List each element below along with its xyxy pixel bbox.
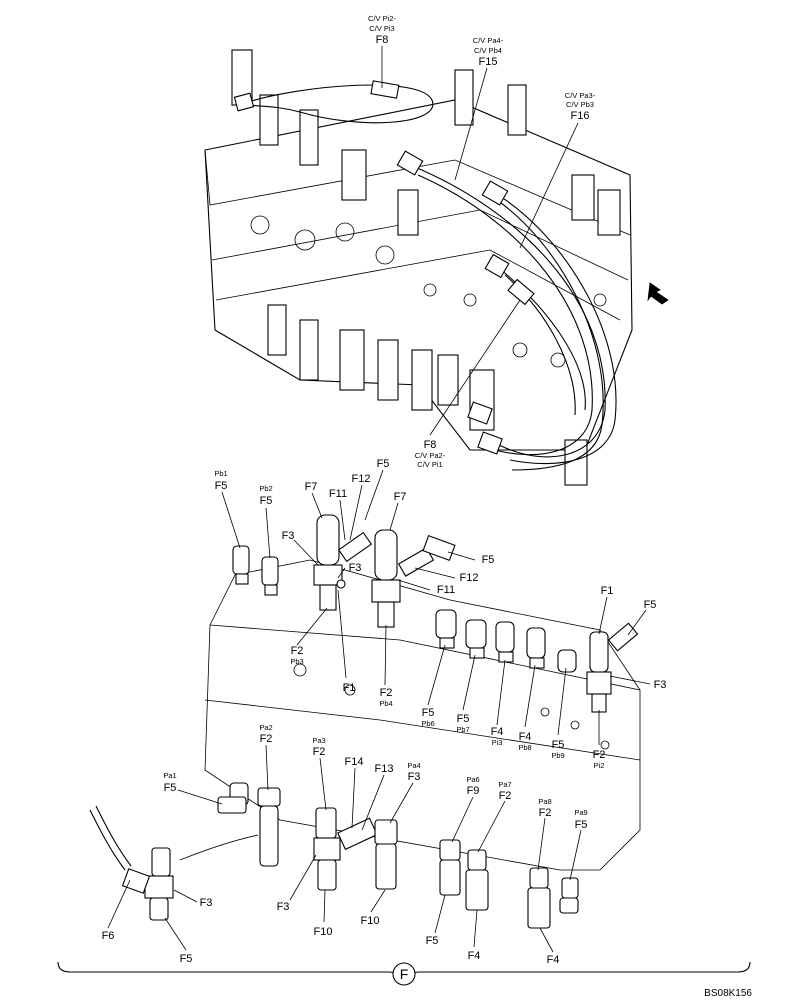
label-f3b: F3 [349,562,362,574]
label-pb8-f4: F4 [519,731,532,743]
label-pa3-f2: F2 [313,746,326,758]
label-top-f16-line3: F16 [571,110,590,122]
label-pa4: Pa4 [407,761,420,770]
label-pa4-f3: F3 [408,771,421,783]
label-f12b: F12 [460,572,479,584]
label-pa8: Pa8 [538,797,551,806]
label-b-f5a: F5 [180,953,193,965]
label-b-f5b: F5 [426,935,439,947]
label-b-f6: F6 [102,930,115,942]
label-f3a: F3 [282,530,295,542]
label-pb9: Pb9 [551,751,564,760]
label-pb2-f5: F5 [260,495,273,507]
label-pi3: Pi3 [492,738,503,747]
label-pb4-f2: F2 [380,687,393,699]
label-pi2-f2: F2 [593,749,606,761]
figure-code: BS08K156 [704,988,752,999]
label-b-f4b: F4 [547,954,560,966]
label-f1b: F1 [343,682,356,694]
label-pa3: Pa3 [312,736,325,745]
bottom-leaders [107,469,651,953]
label-f12a: F12 [352,473,371,485]
label-top-f15-line3: F15 [479,56,498,68]
label-b-f3a: F3 [277,901,290,913]
label-top-f15-line1: C/V Pa4- [473,36,504,45]
top-labels: C/V Pi2- C/V Pi3 F8 C/V Pa4- C/V Pb4 F15… [368,14,596,469]
label-b-f10a: F10 [314,926,333,938]
label-pi3-f4: F4 [491,726,504,738]
label-pb9-f5: F5 [552,739,565,751]
label-pb6-f5: F5 [422,707,435,719]
label-f11b: F11 [437,584,455,596]
label-b-f3b: F3 [200,897,213,909]
label-pb7-f5: F5 [457,713,470,725]
label-f7a: F7 [305,481,318,493]
label-f5c: F5 [644,599,657,611]
label-pb8: Pb8 [518,743,531,752]
label-f7b: F7 [394,491,407,503]
label-pi2: Pi2 [594,761,605,770]
top-leaders [381,46,579,436]
label-top-f16-line1: C/V Pa3- [565,91,596,100]
label-mid-f8-line1: F8 [424,439,437,451]
bottom-lower-fittings [89,782,579,929]
label-pb6: Pb6 [421,719,434,728]
label-pb3-f2: F2 [291,645,304,657]
section-letter: F [400,966,409,982]
bottom-labels: Pb1 F5 Pb2 F5 F7 F11 F12 F5 F7 F3 F3 F5 … [102,458,667,966]
label-f3c: F3 [654,679,667,691]
label-pb3: Pb3 [290,657,303,666]
label-mid-f8-line2: C/V Pa2- [415,451,446,460]
label-pa7: Pa7 [498,780,511,789]
label-pb7: Pb7 [456,725,469,734]
label-f11a: F11 [329,488,347,500]
label-top-f8-line2: C/V Pi3 [369,24,394,33]
top-control-valve-body [204,49,633,486]
label-pb4: Pb4 [379,699,392,708]
label-pa6: Pa6 [466,775,479,784]
label-pa1-f5: F5 [164,782,177,794]
label-pb1: Pb1 [214,469,227,478]
bottom-upper-fittings [232,514,639,713]
label-top-f16-line2: C/V Pb3 [566,100,594,109]
label-pa6-f9: F9 [467,785,480,797]
label-top-f15-line2: C/V Pb4 [474,46,502,55]
label-b-f10b: F10 [361,915,380,927]
label-top-f8-line1: C/V Pi2- [368,14,396,23]
top-hose-f8 [233,80,434,124]
label-pa9-f5: F5 [575,819,588,831]
label-pa2: Pa2 [259,723,272,732]
label-pa2-f2: F2 [260,733,273,745]
label-f14: F14 [345,756,364,768]
label-pa1: Pa1 [163,771,176,780]
label-f1a: F1 [601,585,614,597]
label-f5b: F5 [482,554,495,566]
label-b-f4a: F4 [468,950,481,962]
label-f5a: F5 [377,458,390,470]
label-pa8-f2: F2 [539,807,552,819]
direction-arrow-icon [647,282,669,305]
label-mid-f8-line3: C/V Pi1 [417,460,442,469]
label-pa7-f2: F2 [499,790,512,802]
label-top-f8-line3: F8 [376,34,389,46]
label-pb1-f5: F5 [215,480,228,492]
section-brace: F [57,961,751,986]
label-pb2: Pb2 [259,484,272,493]
label-f13: F13 [375,763,394,775]
label-pa9: Pa9 [574,808,587,817]
top-hose-f15-f16 [396,150,617,471]
